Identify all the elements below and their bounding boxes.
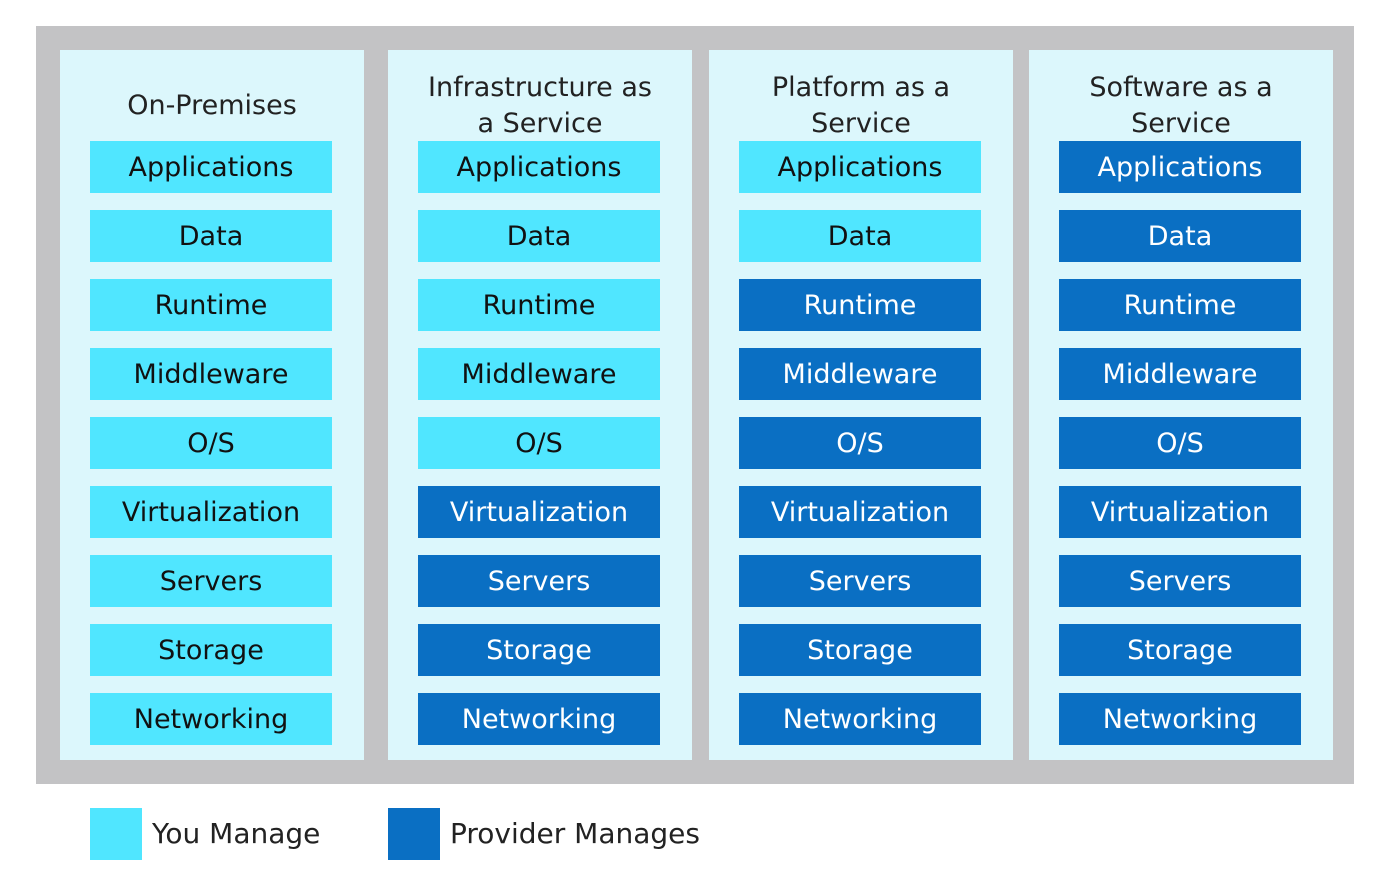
layer-networking: Networking xyxy=(90,693,332,745)
column-title-text: Infrastructure as a Service xyxy=(428,72,652,139)
layer-data: Data xyxy=(739,210,981,262)
layer-applications: Applications xyxy=(90,141,332,193)
layer-middleware: Middleware xyxy=(1059,348,1301,400)
layer-storage: Storage xyxy=(90,624,332,676)
layer-data: Data xyxy=(90,210,332,262)
layer-runtime: Runtime xyxy=(1059,279,1301,331)
layer-servers: Servers xyxy=(418,555,660,607)
layer-networking: Networking xyxy=(418,693,660,745)
layer-applications: Applications xyxy=(739,141,981,193)
column-title: On-Premises xyxy=(60,50,364,162)
column-title-text: On-Premises xyxy=(127,90,297,121)
legend-swatch-you-manage xyxy=(90,808,142,860)
legend-label-you-manage: You Manage xyxy=(152,817,321,850)
layer-o-s: O/S xyxy=(1059,417,1301,469)
layer-middleware: Middleware xyxy=(418,348,660,400)
layer-data: Data xyxy=(418,210,660,262)
layer-storage: Storage xyxy=(739,624,981,676)
layer-virtualization: Virtualization xyxy=(1059,486,1301,538)
layer-servers: Servers xyxy=(90,555,332,607)
layer-middleware: Middleware xyxy=(90,348,332,400)
legend-label-provider-manages: Provider Manages xyxy=(450,817,700,850)
layer-runtime: Runtime xyxy=(739,279,981,331)
column-title-text: Platform as a Service xyxy=(771,72,951,139)
column-title: Infrastructure as a Service xyxy=(388,50,692,162)
layer-servers: Servers xyxy=(739,555,981,607)
layer-virtualization: Virtualization xyxy=(418,486,660,538)
legend-swatch-provider-manages xyxy=(388,808,440,860)
layer-networking: Networking xyxy=(739,693,981,745)
layer-o-s: O/S xyxy=(90,417,332,469)
column-title: Platform as a Service xyxy=(709,50,1013,162)
layer-o-s: O/S xyxy=(418,417,660,469)
layer-applications: Applications xyxy=(1059,141,1301,193)
layer-middleware: Middleware xyxy=(739,348,981,400)
layer-networking: Networking xyxy=(1059,693,1301,745)
layer-servers: Servers xyxy=(1059,555,1301,607)
layer-runtime: Runtime xyxy=(90,279,332,331)
layer-applications: Applications xyxy=(418,141,660,193)
layer-data: Data xyxy=(1059,210,1301,262)
layer-virtualization: Virtualization xyxy=(90,486,332,538)
column-title-text: Software as a Service xyxy=(1089,72,1273,139)
layer-storage: Storage xyxy=(1059,624,1301,676)
layer-virtualization: Virtualization xyxy=(739,486,981,538)
layer-storage: Storage xyxy=(418,624,660,676)
layer-o-s: O/S xyxy=(739,417,981,469)
layer-runtime: Runtime xyxy=(418,279,660,331)
column-title: Software as a Service xyxy=(1029,50,1333,162)
